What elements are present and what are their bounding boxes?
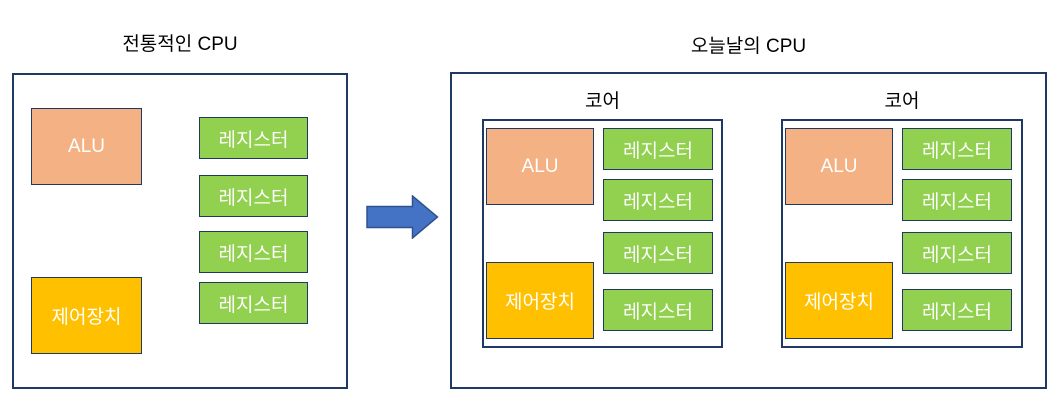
modern-cpu-title: 오늘날의 CPU (690, 36, 807, 57)
register-box: 레지스터 (603, 179, 713, 221)
core-label: 코어 (585, 91, 620, 112)
register-box: 레지스터 (902, 289, 1012, 331)
register-box: 레지스터 (199, 175, 308, 217)
traditional-cpu-box: ALU 제어장치 레지스터 레지스터 레지스터 레지스터 (12, 73, 348, 389)
register-box: 레지스터 (902, 232, 1012, 274)
control-unit-box: 제어장치 (486, 262, 594, 339)
register-box: 레지스터 (199, 117, 308, 159)
alu-box: ALU (486, 128, 594, 205)
register-box: 레지스터 (199, 231, 308, 273)
core-box: ALU 제어장치 레지스터 레지스터 레지스터 레지스터 (482, 119, 723, 348)
register-box: 레지스터 (902, 179, 1012, 221)
alu-box: ALU (31, 108, 142, 185)
register-box: 레지스터 (603, 232, 713, 274)
modern-cpu-box: 코어 코어 ALU 제어장치 레지스터 레지스터 레지스터 레지스터 ALU 제… (450, 72, 1047, 389)
control-unit-box: 제어장치 (785, 262, 893, 339)
control-unit-box: 제어장치 (31, 277, 142, 354)
register-box: 레지스터 (603, 289, 713, 331)
register-box: 레지스터 (902, 128, 1012, 170)
traditional-cpu-title: 전통적인 CPU (122, 34, 238, 55)
register-box: 레지스터 (603, 128, 713, 170)
core-box: ALU 제어장치 레지스터 레지스터 레지스터 레지스터 (781, 119, 1023, 348)
alu-box: ALU (785, 128, 893, 205)
core-label: 코어 (884, 91, 920, 112)
right-arrow-icon (366, 195, 439, 239)
register-box: 레지스터 (199, 282, 308, 324)
